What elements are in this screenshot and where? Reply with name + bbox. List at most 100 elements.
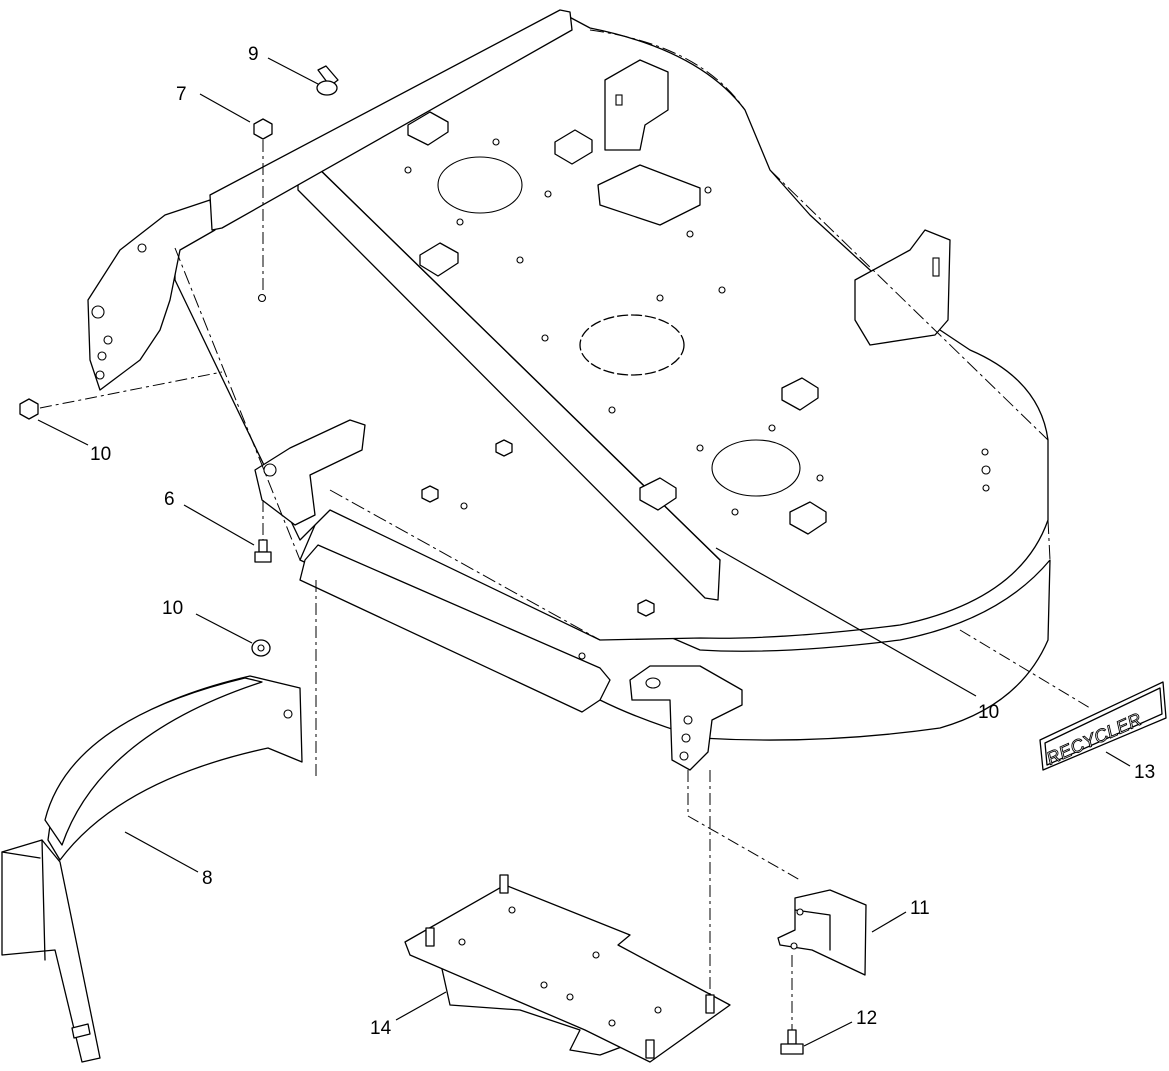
- callout-10c: 10: [978, 702, 999, 723]
- assembly-centerline: [687, 815, 801, 881]
- hole: [263, 463, 277, 477]
- hole: [97, 351, 107, 361]
- clip: [554, 129, 593, 165]
- callout-10b: 10: [162, 598, 183, 619]
- part-7-nut: [253, 118, 273, 290]
- stud: [645, 1039, 655, 1059]
- hole: [257, 293, 267, 303]
- hole: [982, 484, 990, 492]
- part-12-bolt: [780, 955, 804, 1055]
- baffle-stud: [71, 1023, 91, 1039]
- spindle-cover-center: [579, 314, 685, 376]
- hole: [696, 444, 704, 452]
- spindle-opening-front: [711, 439, 801, 497]
- hole: [981, 448, 989, 456]
- hex-nut: [495, 439, 513, 457]
- skid-plate-top: [404, 884, 731, 1063]
- part-6-bolt: [254, 500, 272, 563]
- leader-line: [1105, 751, 1131, 767]
- hole: [283, 709, 293, 719]
- pulley-bracket: [597, 164, 701, 226]
- hole: [137, 243, 147, 253]
- hole: [981, 465, 991, 475]
- callouts: 9 7 10 6 10 10 8 13 11 12 14: [37, 44, 1155, 1047]
- hole: [608, 406, 616, 414]
- hex-nut: [421, 485, 439, 503]
- hole: [656, 294, 664, 302]
- washer-hole: [257, 644, 265, 652]
- bolt-head: [254, 551, 272, 563]
- deck-nuts: [421, 439, 655, 617]
- leader-line: [267, 57, 319, 85]
- part-11-bracket: [687, 770, 867, 976]
- hole: [456, 218, 464, 226]
- hole: [566, 993, 574, 1001]
- callout-6: 6: [164, 489, 175, 510]
- stud: [499, 874, 509, 894]
- stud: [705, 994, 715, 1014]
- deck-clips: [407, 111, 827, 535]
- assembly-centerline: [39, 371, 223, 409]
- leader-line: [124, 831, 199, 873]
- hex-nut: [19, 398, 39, 420]
- hole: [683, 715, 693, 725]
- deck-rim-hidden: [174, 29, 1051, 641]
- baffle-side-flange: [1, 839, 101, 1063]
- callout-7: 7: [176, 84, 187, 105]
- hole: [541, 334, 549, 342]
- hole: [796, 908, 804, 916]
- hole: [91, 305, 105, 319]
- part-14-skid-plate: [404, 770, 731, 1063]
- hole: [654, 1006, 662, 1014]
- rear-upright-bracket: [604, 59, 669, 151]
- skid-studs: [425, 874, 715, 1059]
- spindle-opening-rear: [437, 156, 523, 214]
- clip: [789, 501, 827, 535]
- hole: [460, 502, 468, 510]
- deck-top-strip: [209, 9, 573, 231]
- hole: [458, 938, 466, 946]
- clip: [407, 111, 449, 146]
- callout-14: 14: [370, 1018, 392, 1039]
- hole: [516, 256, 524, 264]
- hole: [790, 942, 798, 950]
- deck-holes: [257, 138, 991, 660]
- hole: [731, 508, 739, 516]
- callout-8: 8: [202, 868, 213, 889]
- hole: [645, 677, 661, 689]
- hole: [768, 424, 776, 432]
- hole: [686, 230, 694, 238]
- baffle-fold: [1, 839, 46, 961]
- knob-head: [316, 80, 338, 96]
- leader-line: [183, 504, 255, 546]
- hole: [404, 166, 412, 174]
- hole: [540, 981, 548, 989]
- callout-11: 11: [910, 898, 930, 919]
- bolt-shank: [258, 539, 268, 553]
- bracket-body: [777, 889, 867, 976]
- assembly-centerline: [959, 629, 1091, 709]
- hole: [679, 751, 689, 761]
- deck-left-plate: [87, 199, 216, 391]
- part-10-middle-washer: [251, 639, 271, 657]
- leader-line: [195, 613, 253, 644]
- leader-line: [803, 1021, 853, 1047]
- leader-line: [871, 911, 907, 933]
- hole: [816, 474, 824, 482]
- deck-front-lip: [299, 544, 611, 713]
- part-8-baffle: [1, 580, 317, 1063]
- leader-line: [395, 991, 447, 1021]
- right-upright-bracket: [854, 229, 951, 346]
- hex-nut: [253, 118, 273, 140]
- hole: [592, 951, 600, 959]
- callout-13: 13: [1134, 762, 1155, 783]
- mower-deck: [87, 9, 1051, 771]
- part-10-left-nut: [19, 371, 223, 420]
- stud: [425, 927, 435, 947]
- hex-nut: [637, 599, 655, 617]
- bracket-fold: [794, 909, 831, 951]
- bracket-slot: [932, 257, 940, 277]
- callout-9: 9: [248, 44, 259, 65]
- leader-line: [715, 547, 977, 697]
